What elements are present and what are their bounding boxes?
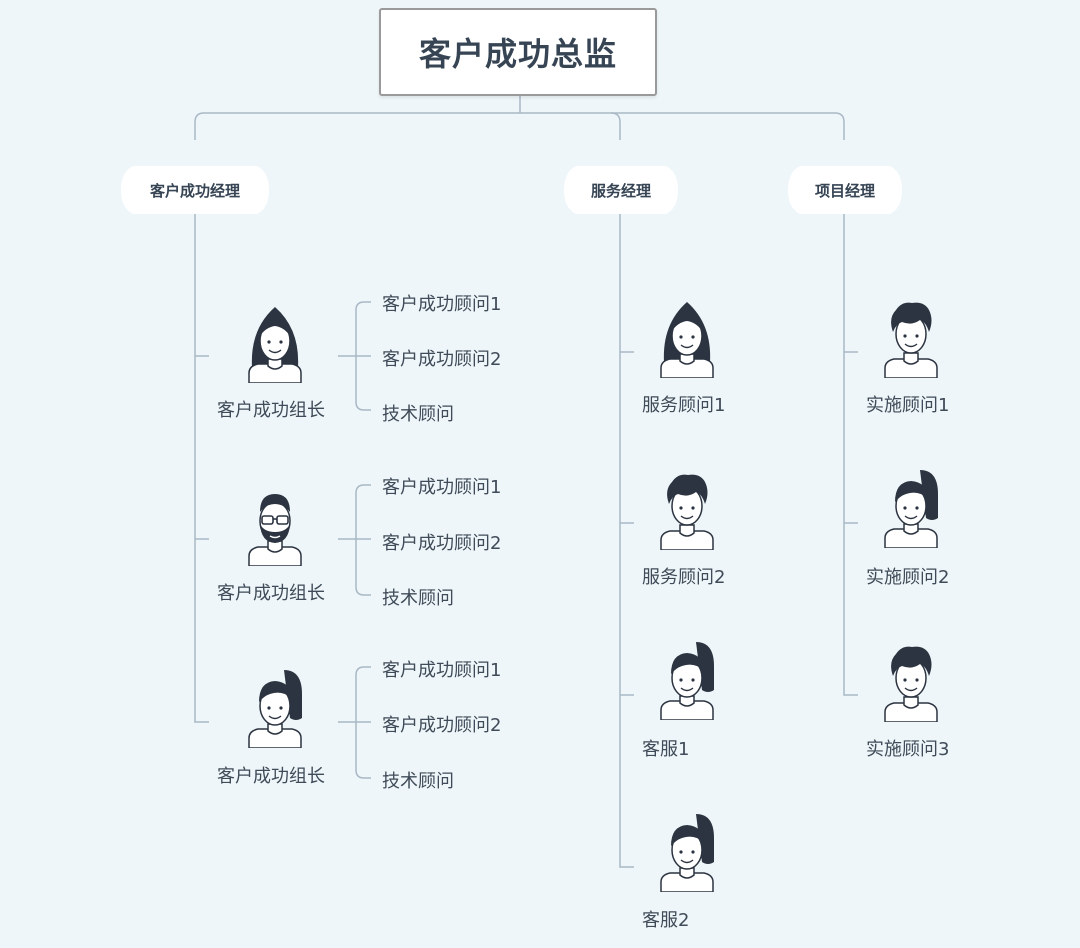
sub-node[interactable]: 客户成功顾问1	[382, 660, 502, 681]
leader-label: 客户成功组长	[217, 766, 325, 787]
staff-label: 客服1	[642, 739, 690, 760]
staff-label: 实施顾问3	[866, 739, 950, 760]
manager-label: 服务经理	[590, 181, 651, 200]
root-node-director[interactable]: 客户成功总监	[379, 8, 657, 96]
woman-long-hair-icon	[660, 302, 714, 378]
staff-label: 客服2	[642, 910, 690, 931]
sub-node[interactable]: 技术顾问	[382, 771, 454, 792]
sub-node[interactable]: 客户成功顾问2	[382, 533, 502, 554]
manager-pill-shape	[788, 166, 902, 214]
woman-ponytail-icon	[660, 814, 714, 892]
staff-label: 服务顾问2	[642, 567, 726, 588]
bearded-man-glasses-icon	[248, 494, 302, 566]
woman-long-hair-icon	[248, 307, 302, 383]
staff-label: 服务顾问1	[642, 395, 726, 416]
sub-node[interactable]: 技术顾问	[382, 588, 454, 609]
man-curly-hair-icon	[884, 646, 938, 722]
sub-node[interactable]: 客户成功顾问2	[382, 715, 502, 736]
manager-pill-shape	[564, 166, 678, 214]
manager-node-customer-success[interactable]: 客户成功经理	[121, 166, 269, 214]
sub-node[interactable]: 客户成功顾问2	[382, 349, 502, 370]
woman-ponytail-icon	[884, 470, 938, 548]
manager-label: 项目经理	[814, 181, 875, 200]
woman-ponytail-icon	[248, 670, 302, 748]
leader-label: 客户成功组长	[217, 583, 325, 604]
staff-label: 实施顾问1	[866, 395, 950, 416]
woman-ponytail-icon	[660, 642, 714, 720]
sub-node[interactable]: 客户成功顾问1	[382, 477, 502, 498]
manager-pill-shape	[121, 166, 269, 214]
man-curly-hair-icon	[660, 474, 714, 550]
leader-label: 客户成功组长	[217, 400, 325, 421]
staff-label: 实施顾问2	[866, 567, 950, 588]
manager-node-service[interactable]: 服务经理	[564, 166, 678, 214]
root-title: 客户成功总监	[418, 35, 617, 73]
manager-node-project[interactable]: 项目经理	[788, 166, 902, 214]
sub-node[interactable]: 技术顾问	[382, 404, 454, 425]
sub-node[interactable]: 客户成功顾问1	[382, 294, 502, 315]
man-curly-hair-icon	[884, 302, 938, 378]
manager-label: 客户成功经理	[149, 181, 240, 200]
